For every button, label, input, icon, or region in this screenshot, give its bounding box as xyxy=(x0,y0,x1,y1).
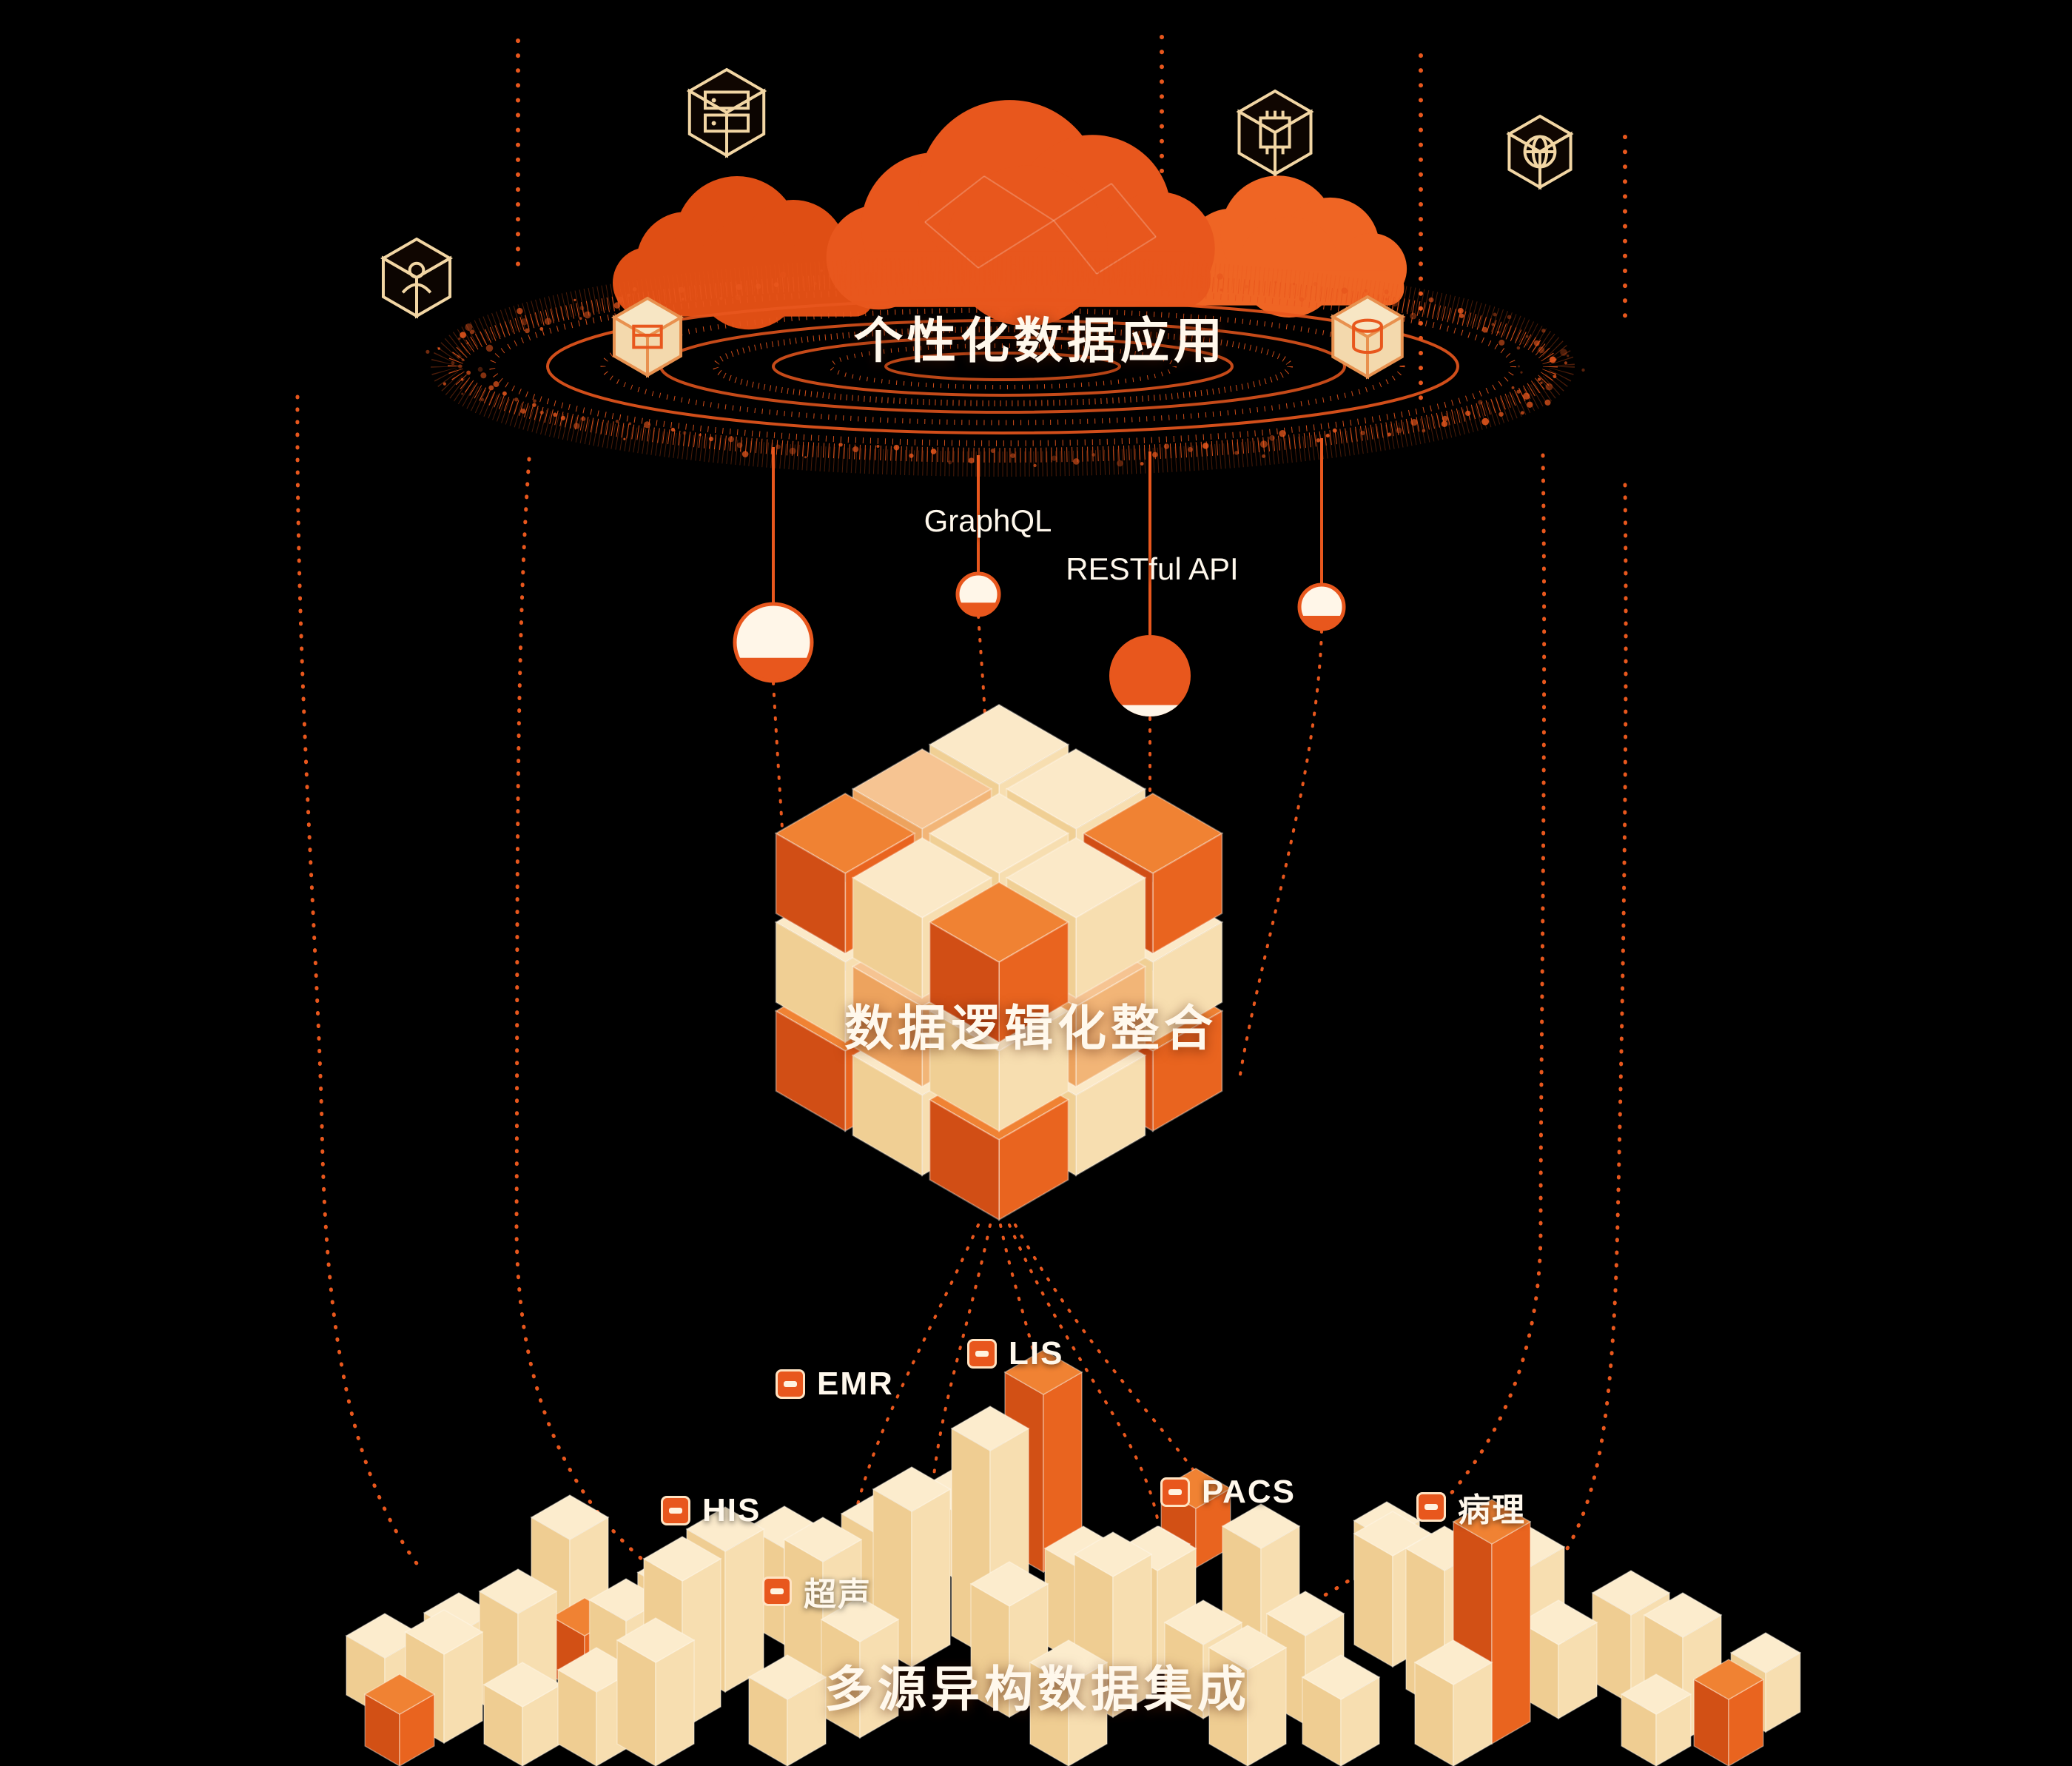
user-cube-icon xyxy=(380,237,454,319)
application-layer-title: 个性化数据应用 xyxy=(854,313,1227,368)
lis-chip-icon xyxy=(967,1339,997,1369)
his-chip-icon xyxy=(661,1496,690,1525)
data-source-label: 超声 xyxy=(804,1577,872,1613)
network-cube-icon xyxy=(1506,114,1574,190)
cloud-shape xyxy=(826,100,1215,326)
graphql-label: GraphQL xyxy=(924,503,1052,538)
data-source-label: 病理 xyxy=(1458,1492,1526,1528)
chip-cube-icon xyxy=(1236,89,1314,177)
chip-dash xyxy=(669,1508,682,1514)
integration-layer-title: 数据逻辑化整合 xyxy=(844,1001,1217,1055)
data-source-label: PACS xyxy=(1202,1474,1296,1510)
sources-layer-title: 多源异构数据集成 xyxy=(824,1662,1251,1716)
emr-chip-icon xyxy=(776,1369,805,1399)
data-source-label: HIS xyxy=(702,1492,761,1528)
data-source-label: EMR xyxy=(817,1366,894,1402)
chip-dash xyxy=(1424,1504,1438,1510)
cloud-shape xyxy=(613,176,876,330)
data-source-chip-pacs: PACS xyxy=(1160,1474,1296,1511)
chip-dash xyxy=(784,1381,797,1387)
city-blocks xyxy=(345,1349,1802,1766)
pathology-chip-icon xyxy=(1416,1492,1446,1522)
chip-dash xyxy=(770,1588,784,1594)
data-source-chip-lis: LIS xyxy=(967,1335,1063,1372)
data-source-chip-his: HIS xyxy=(661,1492,761,1529)
data-source-chip-pathology: 病理 xyxy=(1416,1483,1526,1531)
restful-api-label: RESTful API xyxy=(1066,551,1239,586)
database-cube-icon xyxy=(1330,295,1405,380)
storage-cube-icon xyxy=(610,296,684,378)
chip-dash xyxy=(1168,1489,1182,1495)
server-cube-icon xyxy=(686,67,767,158)
pacs-chip-icon xyxy=(1160,1477,1190,1507)
data-source-label: LIS xyxy=(1009,1335,1064,1371)
chip-dash xyxy=(975,1351,989,1357)
data-cube xyxy=(774,703,1224,1221)
data-source-chip-emr: EMR xyxy=(776,1366,894,1403)
ultrasound-chip-icon xyxy=(762,1577,792,1606)
data-source-chip-ultrasound: 超声 xyxy=(762,1568,872,1615)
